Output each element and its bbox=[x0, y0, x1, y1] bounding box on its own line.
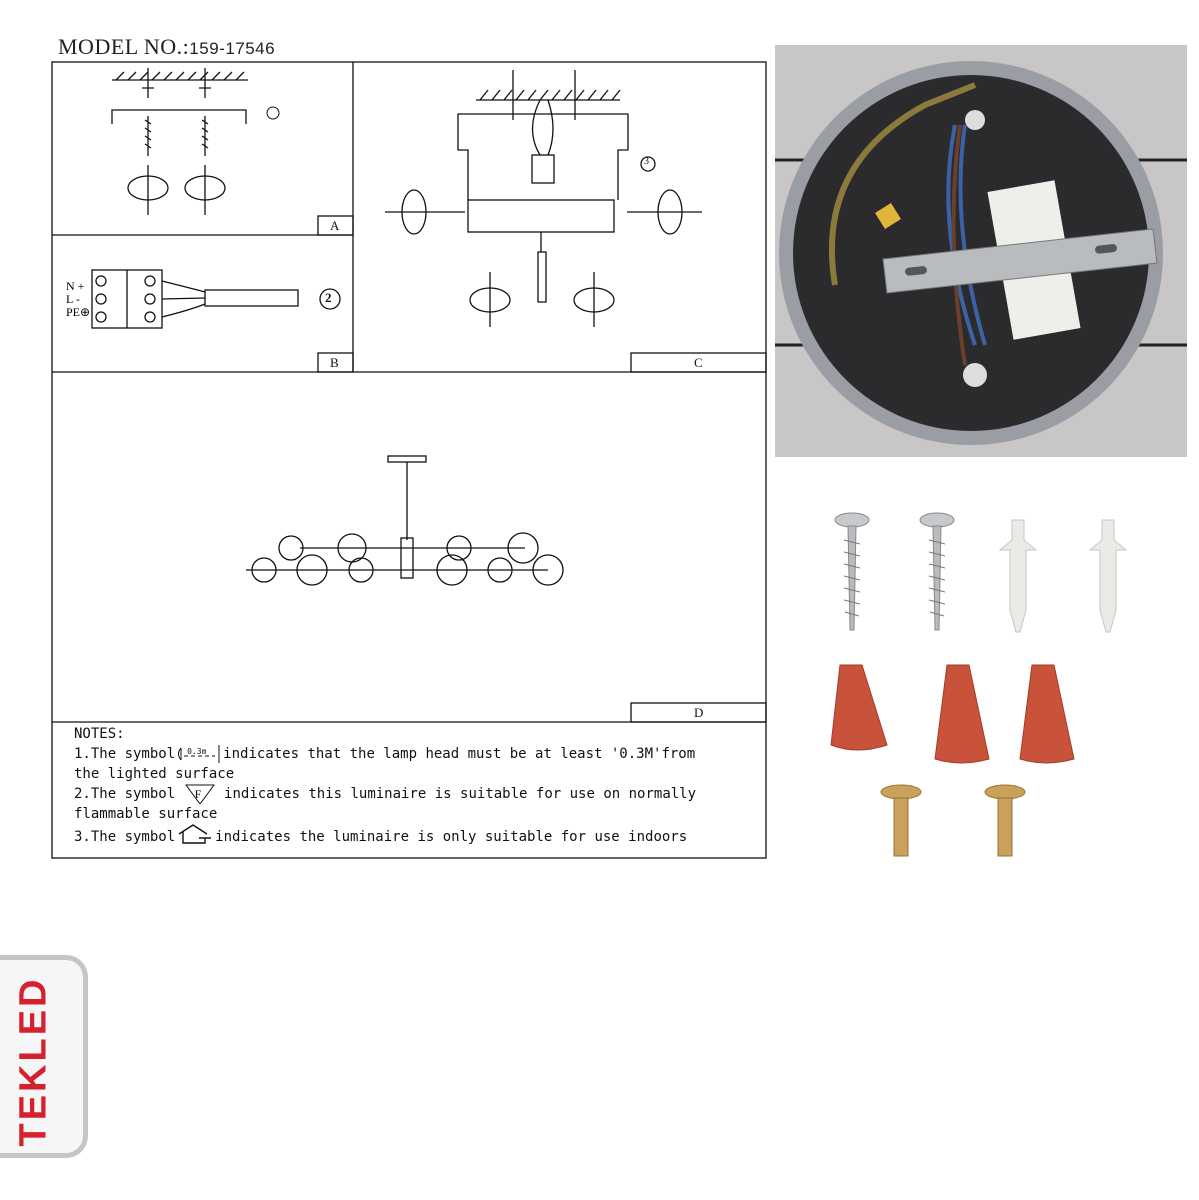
wire-nut-icon bbox=[934, 664, 990, 764]
brass-screw-icon bbox=[880, 784, 922, 857]
panel-b-step: 2 bbox=[325, 290, 332, 305]
panel-c-label: C bbox=[694, 355, 703, 370]
flammable-surface-symbol-icon: F bbox=[184, 784, 216, 805]
model-number: 159-17546 bbox=[189, 39, 276, 58]
tekled-logo: TEKLED bbox=[0, 955, 88, 1158]
brass-screw-icon bbox=[984, 784, 1026, 857]
wire-nut-icon bbox=[1019, 664, 1075, 764]
indoor-house-icon bbox=[175, 824, 215, 850]
wire-n: N + bbox=[66, 279, 85, 293]
panel-d-chandelier bbox=[246, 455, 564, 586]
screw-icon bbox=[919, 512, 955, 631]
panel-c-step: 3 bbox=[644, 156, 649, 167]
wall-plug-icon bbox=[1088, 519, 1128, 633]
wire-nut-icon bbox=[830, 664, 888, 751]
note-1-cont: the lighted surface bbox=[74, 766, 235, 782]
wire-pe: PE⊕ bbox=[66, 305, 91, 319]
model-number-heading: MODEL NO.:159-17546 bbox=[58, 34, 275, 60]
panel-c-drawing bbox=[385, 70, 702, 327]
panel-a-drawing bbox=[111, 68, 248, 215]
canopy-photo bbox=[775, 45, 1187, 457]
note-2: 2.The symbol F indicates this luminaire … bbox=[74, 784, 697, 805]
wire-l: L - bbox=[66, 292, 80, 306]
model-label: MODEL NO.: bbox=[58, 34, 190, 59]
wall-plug-icon bbox=[998, 519, 1038, 633]
sheet-frame bbox=[51, 61, 767, 859]
panel-b-terminal-block bbox=[91, 269, 341, 329]
distance-symbol-icon: 0.3m bbox=[175, 745, 223, 763]
note-2-cont: flammable surface bbox=[74, 806, 218, 822]
logo-text: TEKLED bbox=[12, 976, 55, 1147]
hardware-kit bbox=[830, 512, 1128, 857]
panel-d-label: D bbox=[694, 705, 704, 720]
panel-b-label: B bbox=[330, 355, 339, 370]
screw-icon bbox=[834, 512, 870, 631]
wire-labels: N + L - PE⊕ bbox=[66, 280, 90, 319]
panel-a-label: A bbox=[330, 218, 340, 233]
notes-title: NOTES: bbox=[74, 726, 125, 742]
